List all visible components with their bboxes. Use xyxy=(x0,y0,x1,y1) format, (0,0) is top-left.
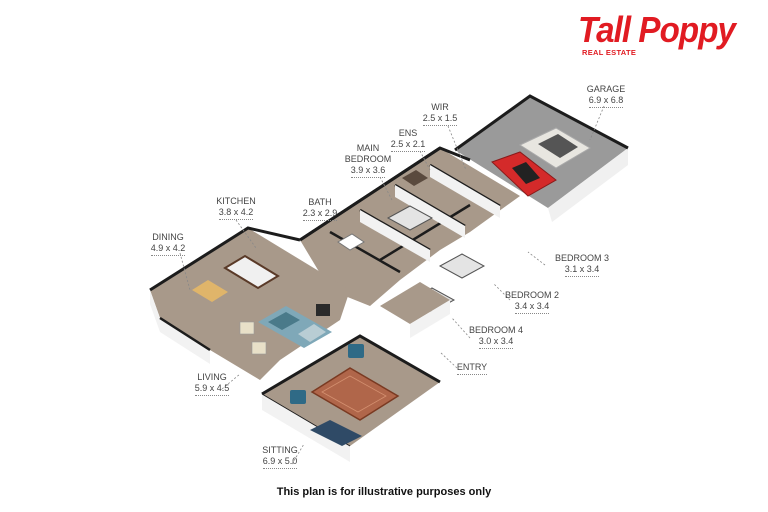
disclaimer-text: This plan is for illustrative purposes o… xyxy=(276,486,492,498)
living-area xyxy=(149,226,350,380)
dining-table-icon xyxy=(192,280,228,302)
brand-name: Tall Poppy xyxy=(578,9,736,50)
sitting-room xyxy=(261,334,441,462)
entry-area xyxy=(380,282,450,338)
garage-area xyxy=(454,94,629,222)
car-white-icon xyxy=(518,127,591,169)
brand-tagline: REAL ESTATE xyxy=(582,48,637,57)
car-red-icon xyxy=(491,151,557,197)
label-entry: ENTRY xyxy=(452,362,492,375)
brand-logo: Tall Poppy REAL ESTATE xyxy=(578,10,758,60)
label-leaders xyxy=(179,105,605,465)
sitting-rug-icon xyxy=(310,367,400,421)
